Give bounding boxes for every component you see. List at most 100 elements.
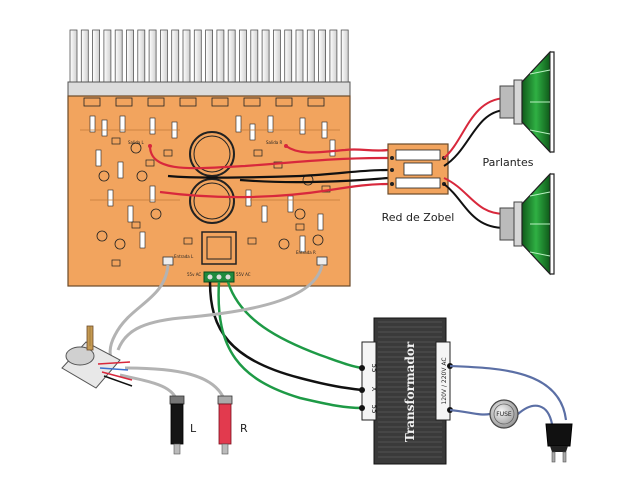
wire-red-output-left <box>148 145 389 170</box>
secondary-terminal <box>359 387 365 393</box>
rca-body <box>218 403 232 445</box>
rectifier-inner <box>206 236 232 260</box>
zobel-label: Red de Zobel <box>382 211 455 224</box>
rca-tip <box>221 443 229 455</box>
speakers-label: Parlantes <box>483 156 534 169</box>
heatsink-fin <box>272 29 281 85</box>
plug-base <box>550 446 568 452</box>
speaker-highlight <box>529 129 551 135</box>
wire-red-speaker-top <box>443 97 506 159</box>
speaker-highlight <box>529 69 551 75</box>
heatsink-fin <box>250 29 259 85</box>
board-in-left-label: Entrada L <box>174 254 194 259</box>
terminal-screw <box>225 274 231 280</box>
small-transistor <box>163 149 173 157</box>
heatsink-fin <box>284 29 293 85</box>
resistor <box>299 117 306 135</box>
heatsink-fin <box>103 29 112 85</box>
zobel-pad <box>390 156 394 160</box>
capacitor-ring <box>193 182 231 220</box>
cable-to-rca-left <box>119 373 180 411</box>
small-transistor <box>111 137 121 145</box>
plug-pin <box>562 451 567 463</box>
zobel-capacitor <box>403 162 433 176</box>
heatsink-fin <box>148 29 157 85</box>
resistor <box>107 189 114 207</box>
transformer-label: Transformador <box>403 341 417 442</box>
filter-capacitor-top <box>189 131 235 177</box>
volume-potentiometer <box>61 325 133 389</box>
power-transistor <box>83 97 101 107</box>
resistor <box>139 231 146 249</box>
power-transistor <box>211 97 229 107</box>
transformer: 55 X 55 120V / 220V AC Transformador <box>359 317 453 465</box>
resistor <box>117 161 124 179</box>
wire-green-secondary-b <box>226 281 363 370</box>
small-transistor <box>131 221 141 229</box>
fuse-label: FUSE <box>496 411 512 418</box>
rca-collar <box>169 395 185 405</box>
rca-body <box>170 403 184 445</box>
heatsink-fin <box>80 29 89 85</box>
resistor <box>317 213 324 231</box>
resistor <box>261 205 268 223</box>
wire-fuse-to-plug <box>517 404 554 425</box>
transformer-secondary-strip <box>361 341 377 421</box>
zobel-pad <box>390 182 394 186</box>
wire-green-secondary-a <box>217 281 363 410</box>
heatsink-fin <box>329 29 338 85</box>
board-out-right-label: Salida R <box>266 140 282 145</box>
small-capacitor <box>136 170 148 182</box>
transformer-primary-strip <box>435 341 451 421</box>
resistor <box>235 115 242 133</box>
resistor <box>89 115 96 133</box>
zobel-to-speaker-wires <box>443 97 506 229</box>
speaker-bottom <box>499 172 555 276</box>
fuse: FUSE <box>489 399 519 429</box>
power-transistor <box>179 97 197 107</box>
heatsink-fin <box>126 29 134 85</box>
speaker-outline <box>521 173 555 275</box>
zobel-resistor <box>395 177 441 189</box>
terminal-screw <box>216 274 222 280</box>
plug-pin <box>551 451 556 463</box>
resistor <box>101 119 108 137</box>
heatsink-fin <box>261 29 270 85</box>
heatsink-fin <box>159 29 168 85</box>
heatsink-fin <box>216 29 225 85</box>
heatsink-fin <box>92 29 100 85</box>
speaker-magnet <box>499 207 515 241</box>
resistor <box>127 205 134 223</box>
rca-left: L <box>169 395 197 455</box>
wire-red-output-right <box>159 182 389 199</box>
ac-power-wires <box>208 281 363 410</box>
zobel-resistor <box>395 149 441 161</box>
channel-left-label: L <box>190 422 197 435</box>
resistor <box>287 195 294 213</box>
small-transistor <box>145 159 155 167</box>
heatsink-fin <box>205 29 214 85</box>
board-in-right-label: Entrada R <box>296 250 316 255</box>
wire-mains-direct <box>449 364 568 421</box>
small-transistor <box>247 237 257 245</box>
cable-input-right <box>116 264 324 351</box>
zobel-network-board: Red de Zobel <box>382 143 455 224</box>
pot-wire-red <box>101 371 133 381</box>
heatsink-fins <box>69 29 349 85</box>
resistor <box>95 149 102 167</box>
resistor <box>329 139 336 157</box>
heatsink-fin <box>114 29 123 85</box>
mains-plug <box>545 423 573 463</box>
heatsink-fin <box>306 29 315 85</box>
heatsink-fin <box>193 29 202 85</box>
wire-black-speaker-bottom <box>443 183 506 229</box>
rca-tip <box>173 443 181 455</box>
wire-black-speaker-top <box>443 109 506 167</box>
input-left-connector <box>162 256 174 266</box>
mains-wires <box>449 364 568 425</box>
heatsink-fin <box>227 29 236 85</box>
secondary-terminal <box>359 405 365 411</box>
small-transistor <box>295 223 305 231</box>
heatsink-fin <box>171 29 180 85</box>
